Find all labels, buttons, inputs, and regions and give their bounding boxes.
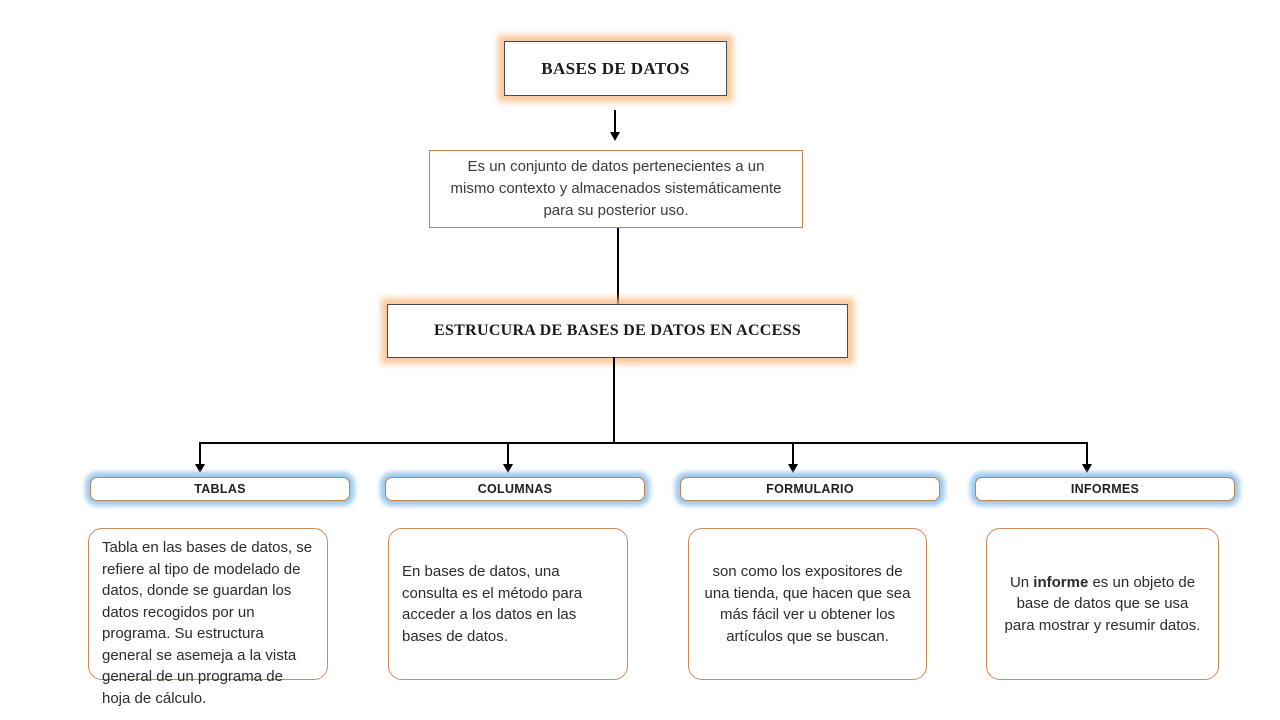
- connector-branch-horizontal: [199, 442, 1088, 444]
- branch-description-text: Tabla en las bases de datos, se refiere …: [102, 539, 313, 707]
- connector-stub-columnas: [507, 443, 509, 465]
- branch-description-text: En bases de datos, una consulta es el mé…: [402, 563, 583, 645]
- root-node-bases-de-datos: BASES DE DATOS: [504, 41, 727, 96]
- branch-header-label: FORMULARIO: [766, 482, 854, 496]
- branch-description-tablas: Tabla en las bases de datos, se refiere …: [88, 528, 328, 707]
- arrowhead-columnas: [503, 464, 513, 473]
- root-node-label: BASES DE DATOS: [541, 58, 690, 78]
- structure-node-label: ESTRUCURA DE BASES DE DATOS EN ACCESS: [433, 322, 802, 339]
- arrowhead-root-to-definition: [609, 132, 620, 141]
- definition-text: Es un conjunto de datos pertenecientes a…: [450, 158, 782, 219]
- connector-definition-to-structure: [617, 228, 619, 305]
- branch-header-label: TABLAS: [194, 482, 246, 496]
- branch-description-text: Un informe es un objeto de base de datos…: [1004, 573, 1201, 634]
- connector-structure-trunk: [613, 357, 615, 443]
- branch-description-formulario: son como los expositores de una tienda, …: [688, 528, 927, 680]
- connector-stub-tablas: [199, 443, 201, 465]
- arrowhead-formulario: [788, 464, 798, 473]
- branch-header-columnas: COLUMNAS: [385, 477, 645, 501]
- arrowhead-informes: [1082, 464, 1092, 473]
- branch-description-informes: Un informe es un objeto de base de datos…: [986, 528, 1219, 680]
- branch-header-label: COLUMNAS: [477, 482, 553, 496]
- branch-description-columnas: En bases de datos, una consulta es el mé…: [388, 528, 628, 680]
- branch-header-formulario: FORMULARIO: [680, 477, 940, 501]
- branch-description-text: son como los expositores de una tienda, …: [704, 563, 911, 645]
- branch-header-informes: INFORMES: [975, 477, 1235, 501]
- connector-stub-formulario: [792, 443, 794, 465]
- connector-root-to-definition: [614, 110, 616, 133]
- branch-header-tablas: TABLAS: [90, 477, 350, 501]
- structure-node-access: ESTRUCURA DE BASES DE DATOS EN ACCESS: [387, 304, 848, 358]
- arrowhead-tablas: [195, 464, 205, 473]
- connector-stub-informes: [1086, 443, 1088, 465]
- branch-header-label: INFORMES: [1070, 482, 1140, 496]
- definition-node: Es un conjunto de datos pertenecientes a…: [429, 150, 803, 228]
